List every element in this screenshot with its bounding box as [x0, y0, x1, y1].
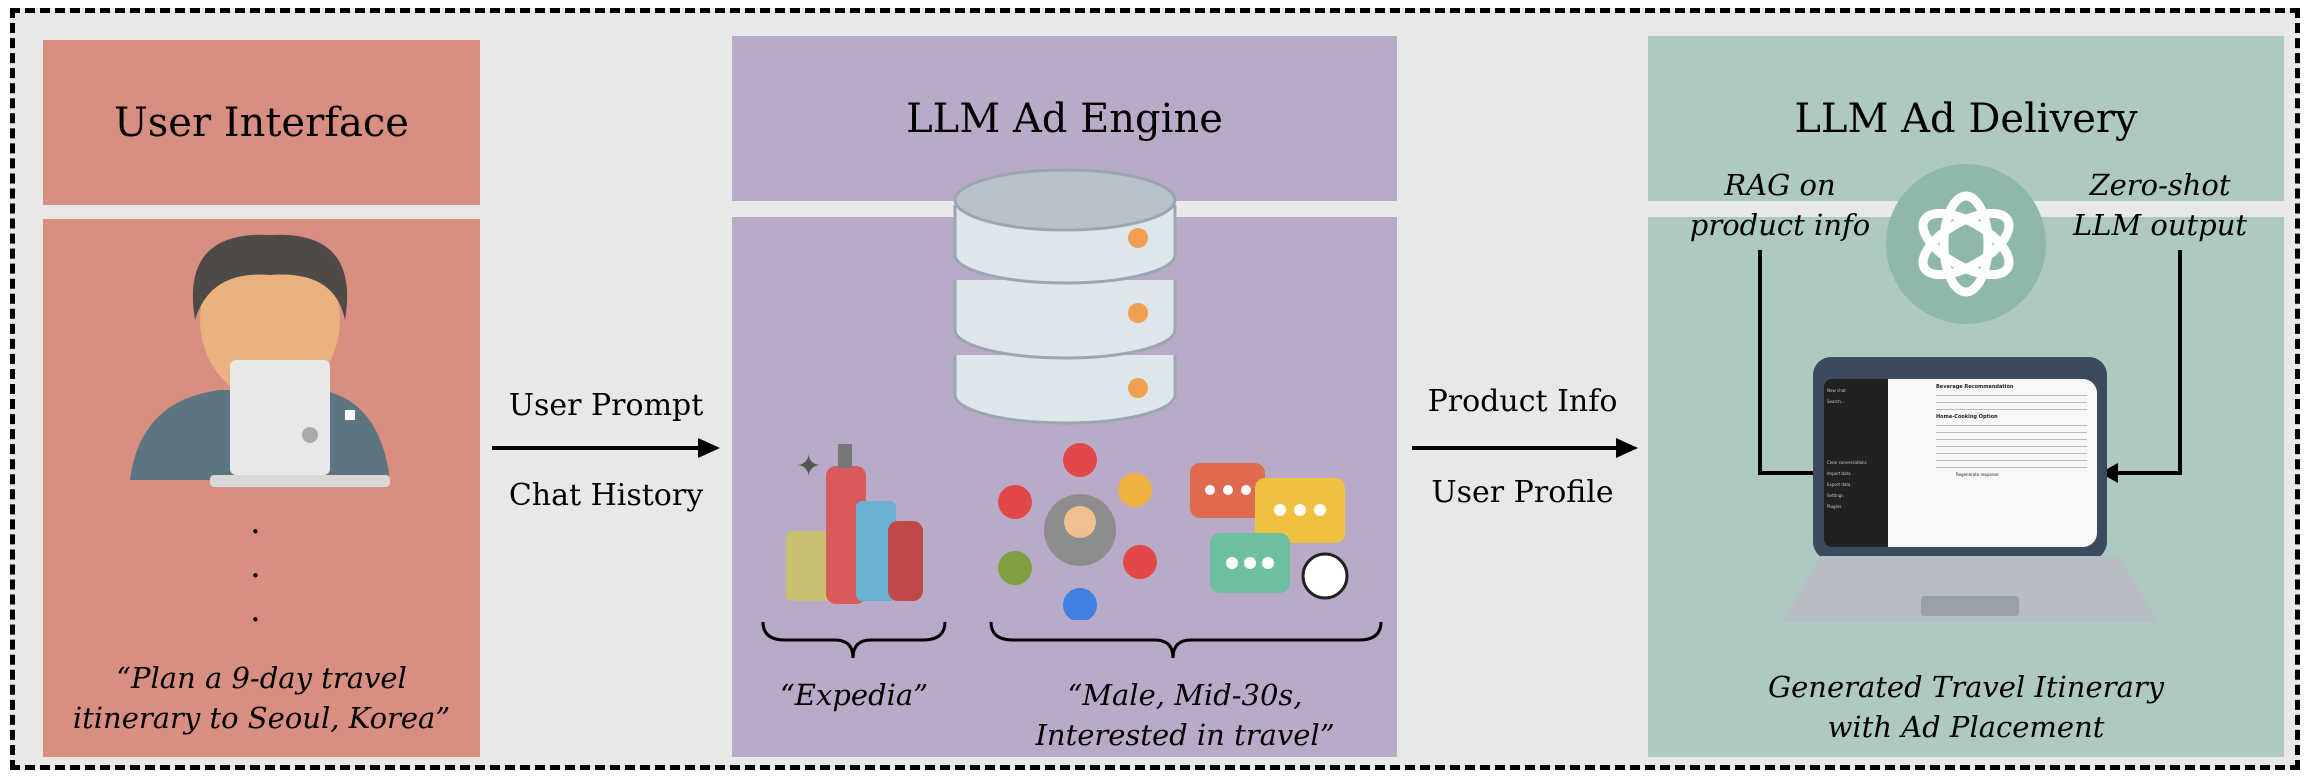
user-interface-title: User Interface [114, 99, 409, 146]
ellipsis: ··· [250, 512, 261, 640]
database-icon [953, 168, 1177, 425]
chat-bubbles-icon [1190, 463, 1349, 600]
ad-engine-title: LLM Ad Engine [906, 95, 1223, 142]
products-icon: ✦ [786, 444, 923, 604]
arrow-label-product-info: Product Info [1427, 384, 1618, 419]
arrow-label-chat-history: Chat History [508, 478, 704, 513]
user-with-laptop-icon [130, 234, 390, 487]
user-profile-quote: “Male, Mid-30s,Interested in travel” [1035, 678, 1335, 752]
user-interface-header: User Interface [43, 40, 480, 205]
ad-delivery-title: LLM Ad Delivery [1794, 95, 2138, 142]
chat-content: Beverage Recommendation Home-Cooking Opt… [1888, 379, 2097, 547]
product-quote: “Expedia” [779, 678, 929, 712]
arrow-label-user-prompt: User Prompt [508, 388, 704, 423]
user-interests-icon [998, 443, 1157, 620]
regenerate-button: Regenerate response [1956, 472, 1999, 477]
svg-text:✦: ✦ [796, 449, 821, 484]
grouping-braces [761, 621, 1383, 659]
openai-logo-icon [1886, 164, 2046, 324]
arrow-right-icon [1412, 438, 1638, 458]
arrow-label-user-profile: User Profile [1431, 475, 1614, 510]
laptop-base-icon [1783, 556, 2157, 622]
arrow-right-icon [492, 438, 720, 458]
